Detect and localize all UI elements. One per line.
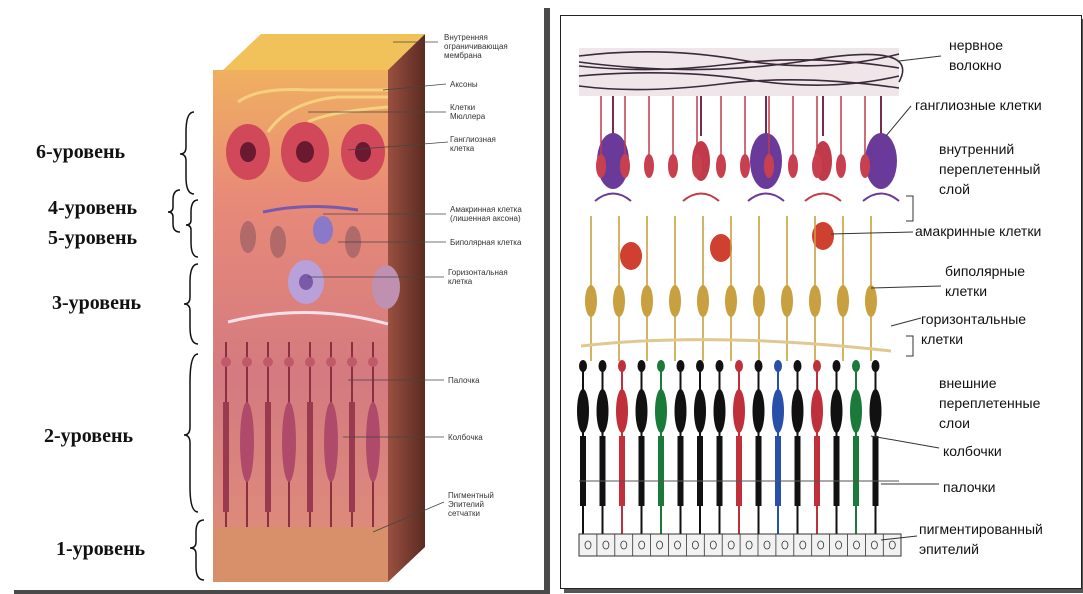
pigment-epithelium-row xyxy=(579,534,901,556)
ganglion-cell-layer xyxy=(595,96,899,270)
pigment-epithelium xyxy=(213,527,388,582)
photoreceptor-layer xyxy=(577,360,899,536)
svg-text:колбочки: колбочки xyxy=(943,443,1002,459)
svg-text:Колбочка: Колбочка xyxy=(448,433,483,442)
svg-text:Амакринная клетка(лишенная акс: Амакринная клетка(лишенная аксона) xyxy=(450,205,522,223)
level-1-label: 1-уровень xyxy=(56,538,145,560)
layer-brackets xyxy=(906,196,913,356)
svg-text:Палочка: Палочка xyxy=(448,376,480,385)
svg-text:ганглиозные клетки: ганглиозные клетки xyxy=(915,97,1042,113)
left-retina-block-panel: 6-уровень 4-уровень 5-уровень 3-уровень … xyxy=(8,2,544,590)
level-labels: 6-уровень 4-уровень 5-уровень 3-уровень … xyxy=(36,141,145,560)
block-side-face xyxy=(388,34,425,582)
level-5-label: 5-уровень xyxy=(48,227,137,249)
svg-text:Биполярная клетка: Биполярная клетка xyxy=(450,238,522,247)
retina-block-illustration: 6-уровень 4-уровень 5-уровень 3-уровень … xyxy=(8,2,544,590)
svg-text:Аксоны: Аксоны xyxy=(450,80,478,89)
level-3-label: 3-уровень xyxy=(52,292,141,314)
level-braces xyxy=(168,112,204,580)
level-4-label: 4-уровень xyxy=(48,197,137,219)
level-6-label: 6-уровень xyxy=(36,141,125,163)
bipolar-cell-layer xyxy=(581,216,891,361)
level-2-label: 2-уровень xyxy=(44,425,133,447)
ganglion-cells xyxy=(226,122,385,182)
svg-text:амакринные клетки: амакринные клетки xyxy=(915,223,1041,239)
svg-text:палочки: палочки xyxy=(943,479,995,495)
